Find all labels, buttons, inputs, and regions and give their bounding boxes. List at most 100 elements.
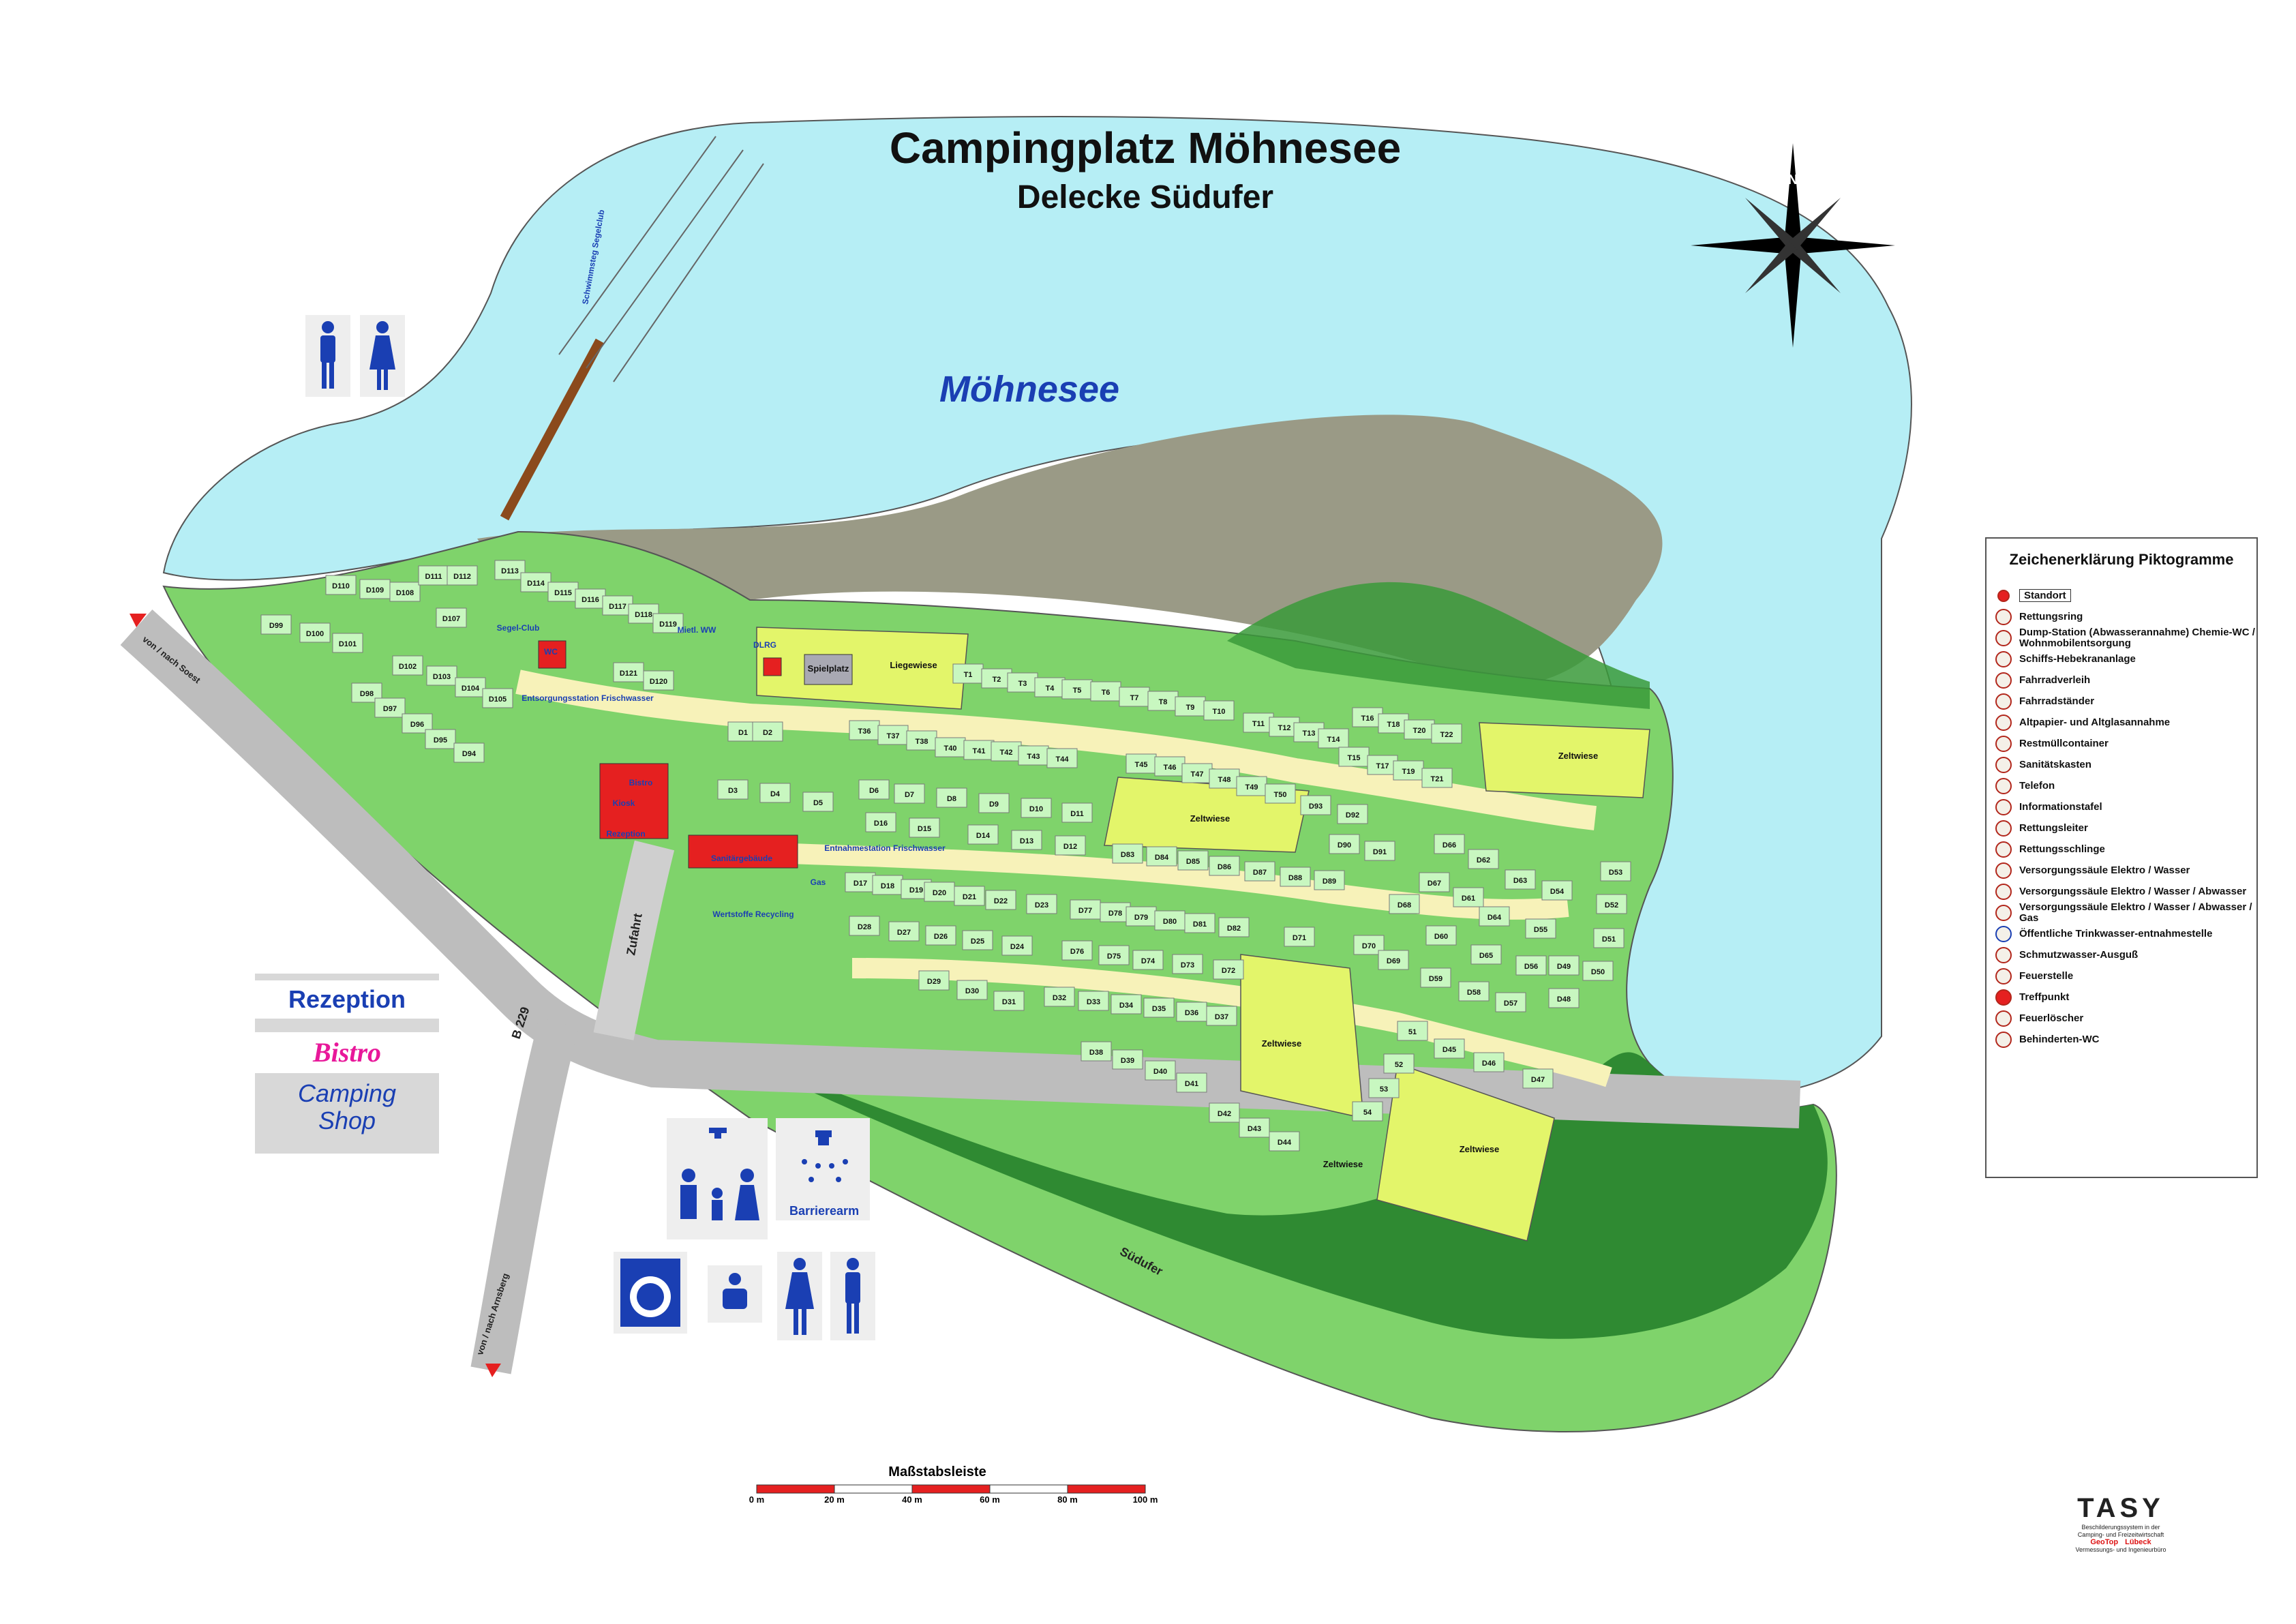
pitch-label: D85 [1186,858,1200,866]
pitch-label: D40 [1153,1068,1167,1076]
pitch-box [1126,753,1157,774]
pitch-box [1434,1038,1465,1059]
pitch-box [1314,870,1345,890]
pitch-label: D108 [396,589,414,597]
pitch-box [981,668,1012,689]
pitch-label: D52 [1605,901,1618,909]
dump-station-icon [1995,629,2012,646]
pitch-label: D114 [527,580,545,588]
legend-item: Treffpunkt [1987,987,2256,1008]
pitch-box [954,886,985,906]
legend-item-label: Rettungsring [2019,610,2083,622]
pitch-box [1112,843,1143,864]
pitch-label: D59 [1429,975,1442,983]
pitch-label: D81 [1193,920,1207,929]
legend-item-label: Feuerlöscher [2019,1012,2084,1024]
pitch-label: D42 [1218,1110,1231,1118]
pitch-label: D25 [971,937,984,946]
pitch-label: T37 [887,732,900,740]
pitch-box [1206,1006,1237,1026]
pitch-label: D53 [1609,869,1622,877]
pitch-box [1582,961,1614,981]
pitch-label: T19 [1402,768,1415,776]
pitch-label: D107 [442,615,460,623]
pitch-box [1078,991,1109,1011]
pitch-box [1548,955,1580,976]
pitch-label: D58 [1467,989,1481,997]
pitch-label: D3 [728,787,738,795]
forest [750,1052,1828,1339]
pitch-label: T40 [944,745,957,753]
rezeption-sign: Rezeption Bistro Camping Shop [255,974,439,1154]
legend-item-label: Fahrradverleih [2019,674,2091,686]
pitch-box [1218,917,1250,937]
pitch-label: D82 [1227,924,1241,933]
pitch-label: D101 [339,640,357,648]
pitch-label: 53 [1380,1085,1388,1094]
legend-item-label: Rettungsleiter [2019,822,2088,834]
pitch-label: D70 [1362,942,1376,950]
pitch-label: T5 [1073,687,1082,695]
pitch-box [1548,988,1580,1008]
pitch-box [1300,795,1331,815]
legend-item-label: Feuerstelle [2019,969,2074,982]
pitch-label: 52 [1395,1061,1403,1069]
area-label: Spielplatz [808,663,849,674]
pitch-label: D63 [1513,877,1527,885]
pitch-label: T15 [1348,754,1361,762]
pitch-box [1112,1049,1143,1070]
pitch-label: D54 [1550,888,1565,896]
area-label: Zeltwiese [1460,1144,1500,1154]
pitch-box [1176,1002,1207,1022]
svg-text:N: N [1788,172,1798,187]
pitch-box [1154,910,1185,931]
pitch-label: D28 [858,923,871,931]
barrierearm-shower-icon [802,1130,848,1182]
legend-item: Schmutzwasser-Ausguß [1987,944,2256,965]
pitch-box [1468,849,1499,869]
arrow-soest-icon [130,614,147,627]
legend-item-label: Behinderten-WC [2019,1033,2100,1045]
pitch-label: D7 [905,791,914,799]
pitch-label: T8 [1159,698,1168,706]
lake-name: Möhnesee [939,369,1120,410]
pitch-label: D9 [989,800,999,809]
pier [500,338,605,521]
pitch-box [1146,846,1177,867]
pitch-box [918,970,950,991]
pitch-box [575,588,606,609]
pitch-label: D22 [994,897,1008,905]
pitch-box [906,730,937,751]
pitch-label: T14 [1327,736,1341,744]
scale-tick: 60 m [980,1494,1000,1505]
pitch-label: D48 [1557,995,1571,1004]
legend-item-label: Standort [2019,588,2071,603]
pitch-box [392,655,423,676]
pitch-box [872,875,903,895]
schiffs-hebekran-icon [1995,650,2012,667]
pitch-box [978,793,1010,813]
pitch-box [613,662,644,682]
feuerloescher-icon [1995,1010,2012,1027]
pitch-label: D14 [976,832,991,840]
pitch-label: D91 [1373,848,1387,856]
pitch-label: D102 [399,663,417,671]
pitch-label: T22 [1440,731,1453,739]
facility-label: DLRG [753,640,776,650]
pitch-label: D64 [1487,914,1502,922]
pitch-box [967,824,999,845]
pitch-label: T3 [1018,680,1027,688]
meadow-zeltwiese-3 [1240,954,1364,1119]
pitch-label: T18 [1387,721,1400,729]
treffpunkt-icon [1995,989,2012,1006]
facility-label: Sanitärgebäude [711,854,772,863]
pitch-label: D89 [1323,877,1336,886]
facility-label: Bistro [629,778,653,787]
facility-label: Wertstoffe Recycling [712,909,794,919]
pitch-box [1090,681,1121,702]
baby-changing-icon [723,1273,747,1309]
pitch-box [1420,967,1451,988]
